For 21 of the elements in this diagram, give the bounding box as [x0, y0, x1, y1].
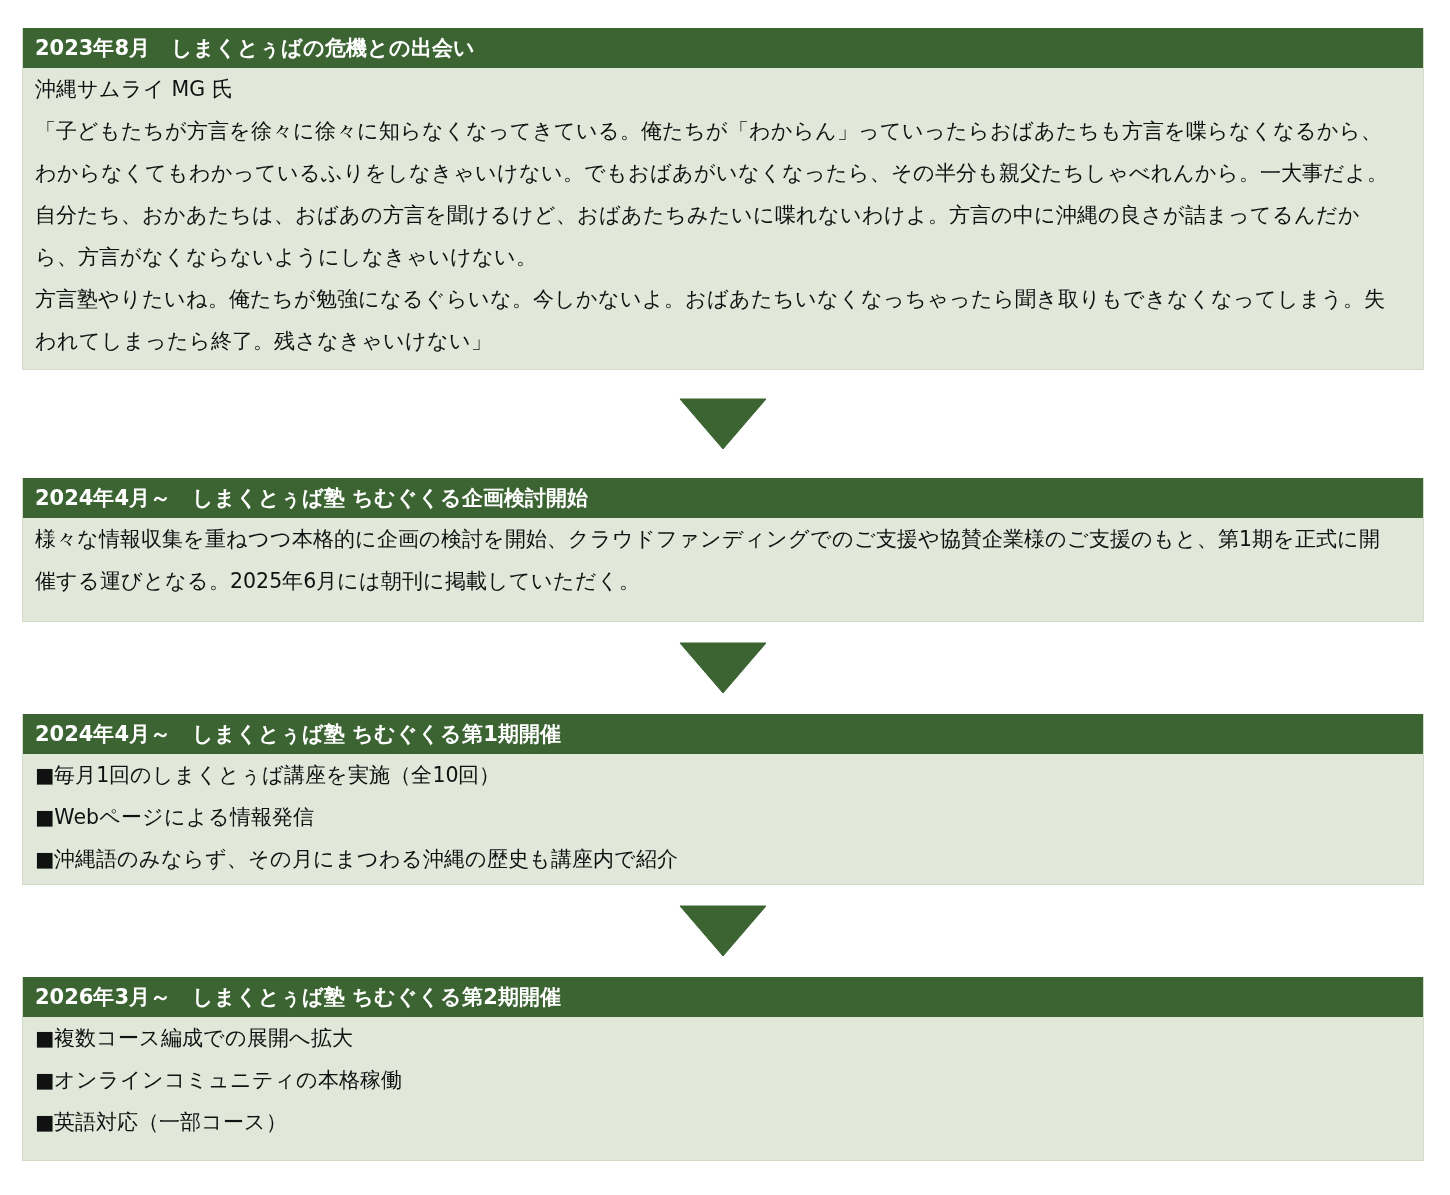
event-box: [22, 478, 1424, 622]
header-bar: 2026年3月～ しまくとぅば塾 ちむぐくる第2期開催: [23, 977, 1423, 1017]
bullet-item: ■Webページによる情報発信: [34, 804, 316, 831]
header-bar: 2024年4月～ しまくとぅば塾 ちむぐくる企画検討開始: [23, 478, 1423, 518]
quote-text: 方言塾やりたいね。俺たちが勉強になるぐらいな。今しかないよ。おばあたちいなくなっちゃったら聞き取りもできなくなってしまう。失われてしまったら終了。残さなきゃいけない」: [34, 286, 1386, 355]
bullet-item: ■複数コース編成での展開へ拡大: [34, 1025, 355, 1052]
header-bar: 2023年8月 しまくとぅばの危機との出会い: [23, 28, 1423, 68]
bullet-item: ■英語対応（一部コース）: [34, 1109, 289, 1136]
description-text: 様々な情報収集を重ねつつ本格的に企画の検討を開始、クラウドファンディングでのご支援や協賛企業様のご支援のもと、第1期を正式に開催する運びとなる。2025年6月には朝刊に掲載していただく。: [34, 526, 1382, 595]
event-box: [22, 714, 1424, 885]
speaker-name: 沖縄サムライ MG 氏: [34, 76, 234, 103]
event-box: [22, 977, 1424, 1161]
quote-text: 「子どもたちが方言を徐々に徐々に知らなくなってきている。俺たちが「わからん」っていったらおばあたちも方言を喋らなくなるから、わからなくてもわかっているふりをしなきゃいけない。でもおばあがいなくなったら、その半分も親父たちしゃべれんから。一大事だよ。自分たち、おかあたちは、おばあの方言を聞けるけど、おばあたちみたいに喋れないわけよ。方言の中に沖縄の良さが詰まってるんだから、方言がなくならないようにしなきゃいけない。: [34, 118, 1389, 271]
bullet-item: ■沖縄語のみならず、その月にまつわる沖縄の歴史も講座内で紹介: [34, 846, 680, 873]
down-arrow: [679, 398, 767, 450]
header-bar: 2024年4月～ しまくとぅば塾 ちむぐくる第1期開催: [23, 714, 1423, 754]
bullet-item: ■オンラインコミュニティの本格稼働: [34, 1067, 404, 1094]
event-box: [22, 28, 1424, 370]
down-arrow: [679, 642, 767, 694]
down-arrow: [679, 905, 767, 957]
bullet-item: ■毎月1回のしまくとぅば講座を実施（全10回）: [34, 762, 502, 789]
